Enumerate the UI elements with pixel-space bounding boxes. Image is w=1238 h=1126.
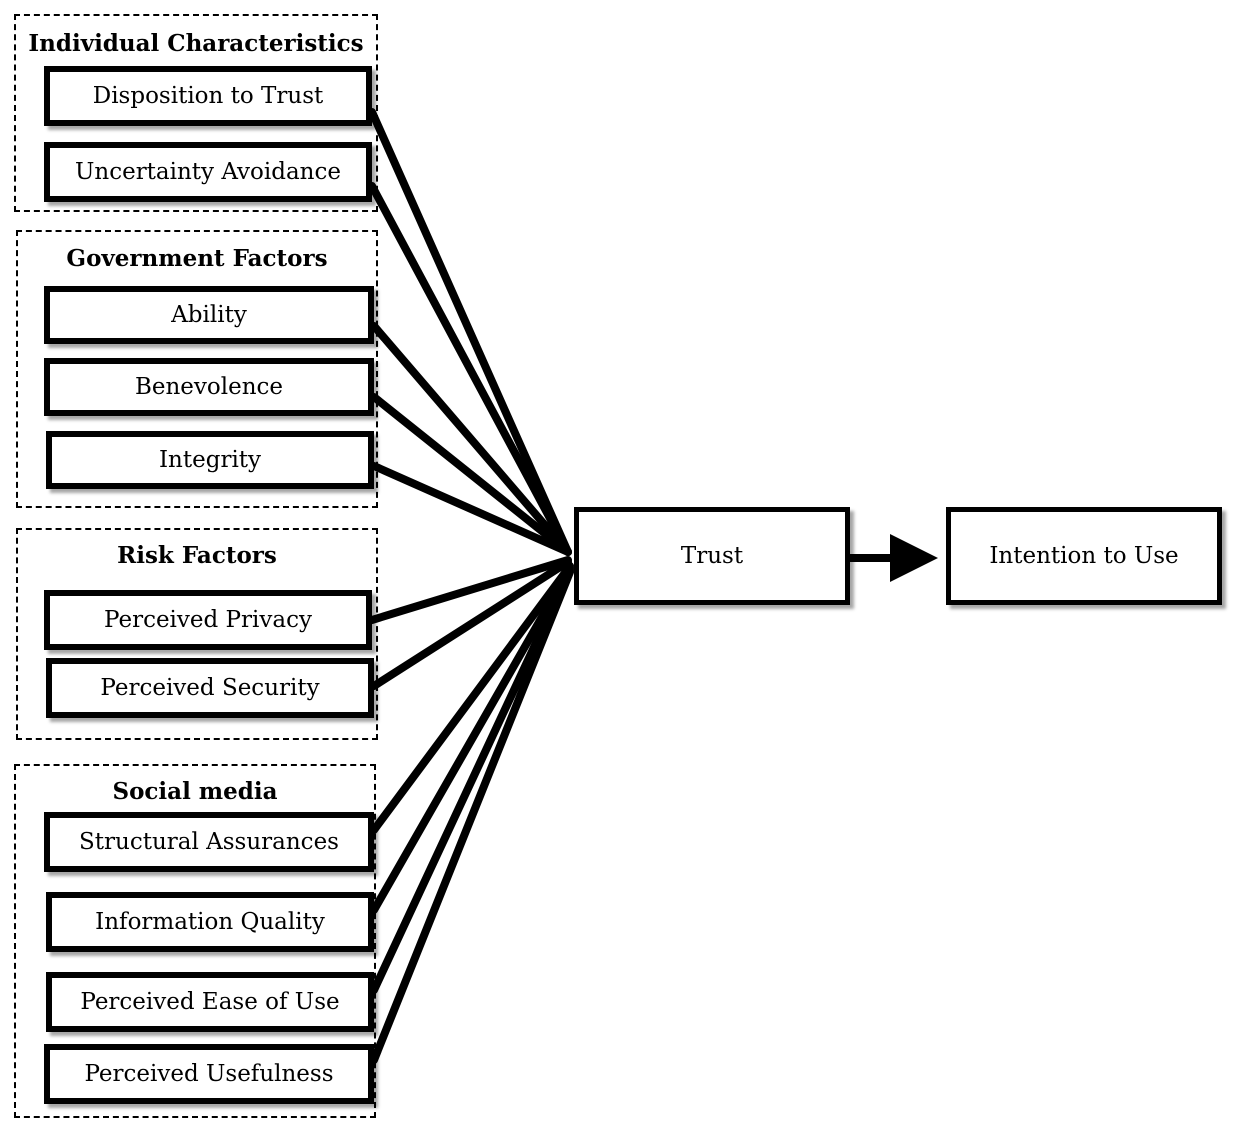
node-uncertainty-avoidance: Uncertainty Avoidance	[44, 142, 372, 202]
link-uncertainty-avoidance	[368, 182, 572, 556]
group-social-media: Social media	[14, 764, 376, 1118]
node-integrity: Integrity	[46, 431, 374, 489]
link-integrity	[370, 462, 572, 556]
node-perceived-usefulness: Perceived Usefulness	[44, 1044, 374, 1104]
node-perceived-ease-of-use: Perceived Ease of Use	[46, 972, 374, 1032]
link-perceived-security	[370, 558, 572, 690]
node-benevolence: Benevolence	[44, 358, 374, 416]
link-disposition-to-trust	[368, 108, 572, 556]
link-benevolence	[370, 393, 572, 556]
link-perceived-ease-of-use	[370, 566, 574, 994]
link-structural-assurances	[370, 562, 574, 834]
link-ability	[370, 322, 572, 556]
group-title-social-media: Social media	[112, 778, 278, 805]
link-perceived-privacy	[368, 556, 572, 624]
link-information-quality	[370, 564, 574, 914]
group-risk-factors: Risk Factors	[16, 528, 378, 740]
group-individual-characteristics: Individual Characteristics	[14, 14, 378, 212]
group-title-individual-characteristics: Individual Characteristics	[28, 30, 364, 57]
node-information-quality: Information Quality	[46, 892, 374, 952]
node-perceived-privacy: Perceived Privacy	[44, 590, 372, 650]
node-disposition-to-trust: Disposition to Trust	[44, 66, 372, 126]
node-structural-assurances: Structural Assurances	[44, 812, 374, 872]
node-trust: Trust	[574, 507, 850, 605]
node-ability: Ability	[44, 286, 374, 344]
node-perceived-security: Perceived Security	[46, 658, 374, 718]
group-title-government-factors: Government Factors	[66, 245, 328, 272]
node-intention-to-use: Intention to Use	[946, 507, 1222, 605]
group-title-risk-factors: Risk Factors	[117, 542, 277, 569]
group-government-factors: Government Factors	[16, 230, 378, 508]
link-perceived-usefulness	[370, 568, 574, 1064]
